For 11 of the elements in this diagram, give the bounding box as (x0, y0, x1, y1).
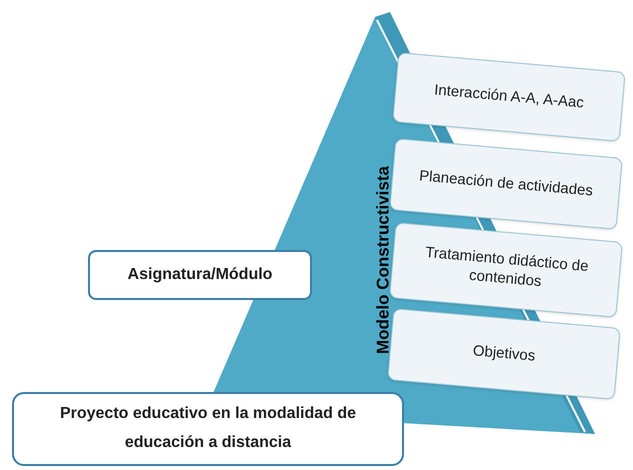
base-box (12, 392, 404, 466)
box-text: Tratamiento didáctico de contenidos (424, 243, 590, 292)
level-box (389, 138, 623, 230)
label-box (88, 250, 312, 300)
level-box (392, 52, 626, 142)
box-text: Objetivos (472, 342, 536, 366)
box-text: Interacción A-A, A-Aac (433, 81, 585, 113)
pyramid-title: Modelo Constructivista (372, 166, 394, 354)
box-text: Planeación de actividades (418, 167, 594, 201)
box-text: Asignatura/Módulo (128, 265, 272, 285)
box-text: Proyecto educativo en la modalidad de educación a distancia (58, 404, 358, 453)
